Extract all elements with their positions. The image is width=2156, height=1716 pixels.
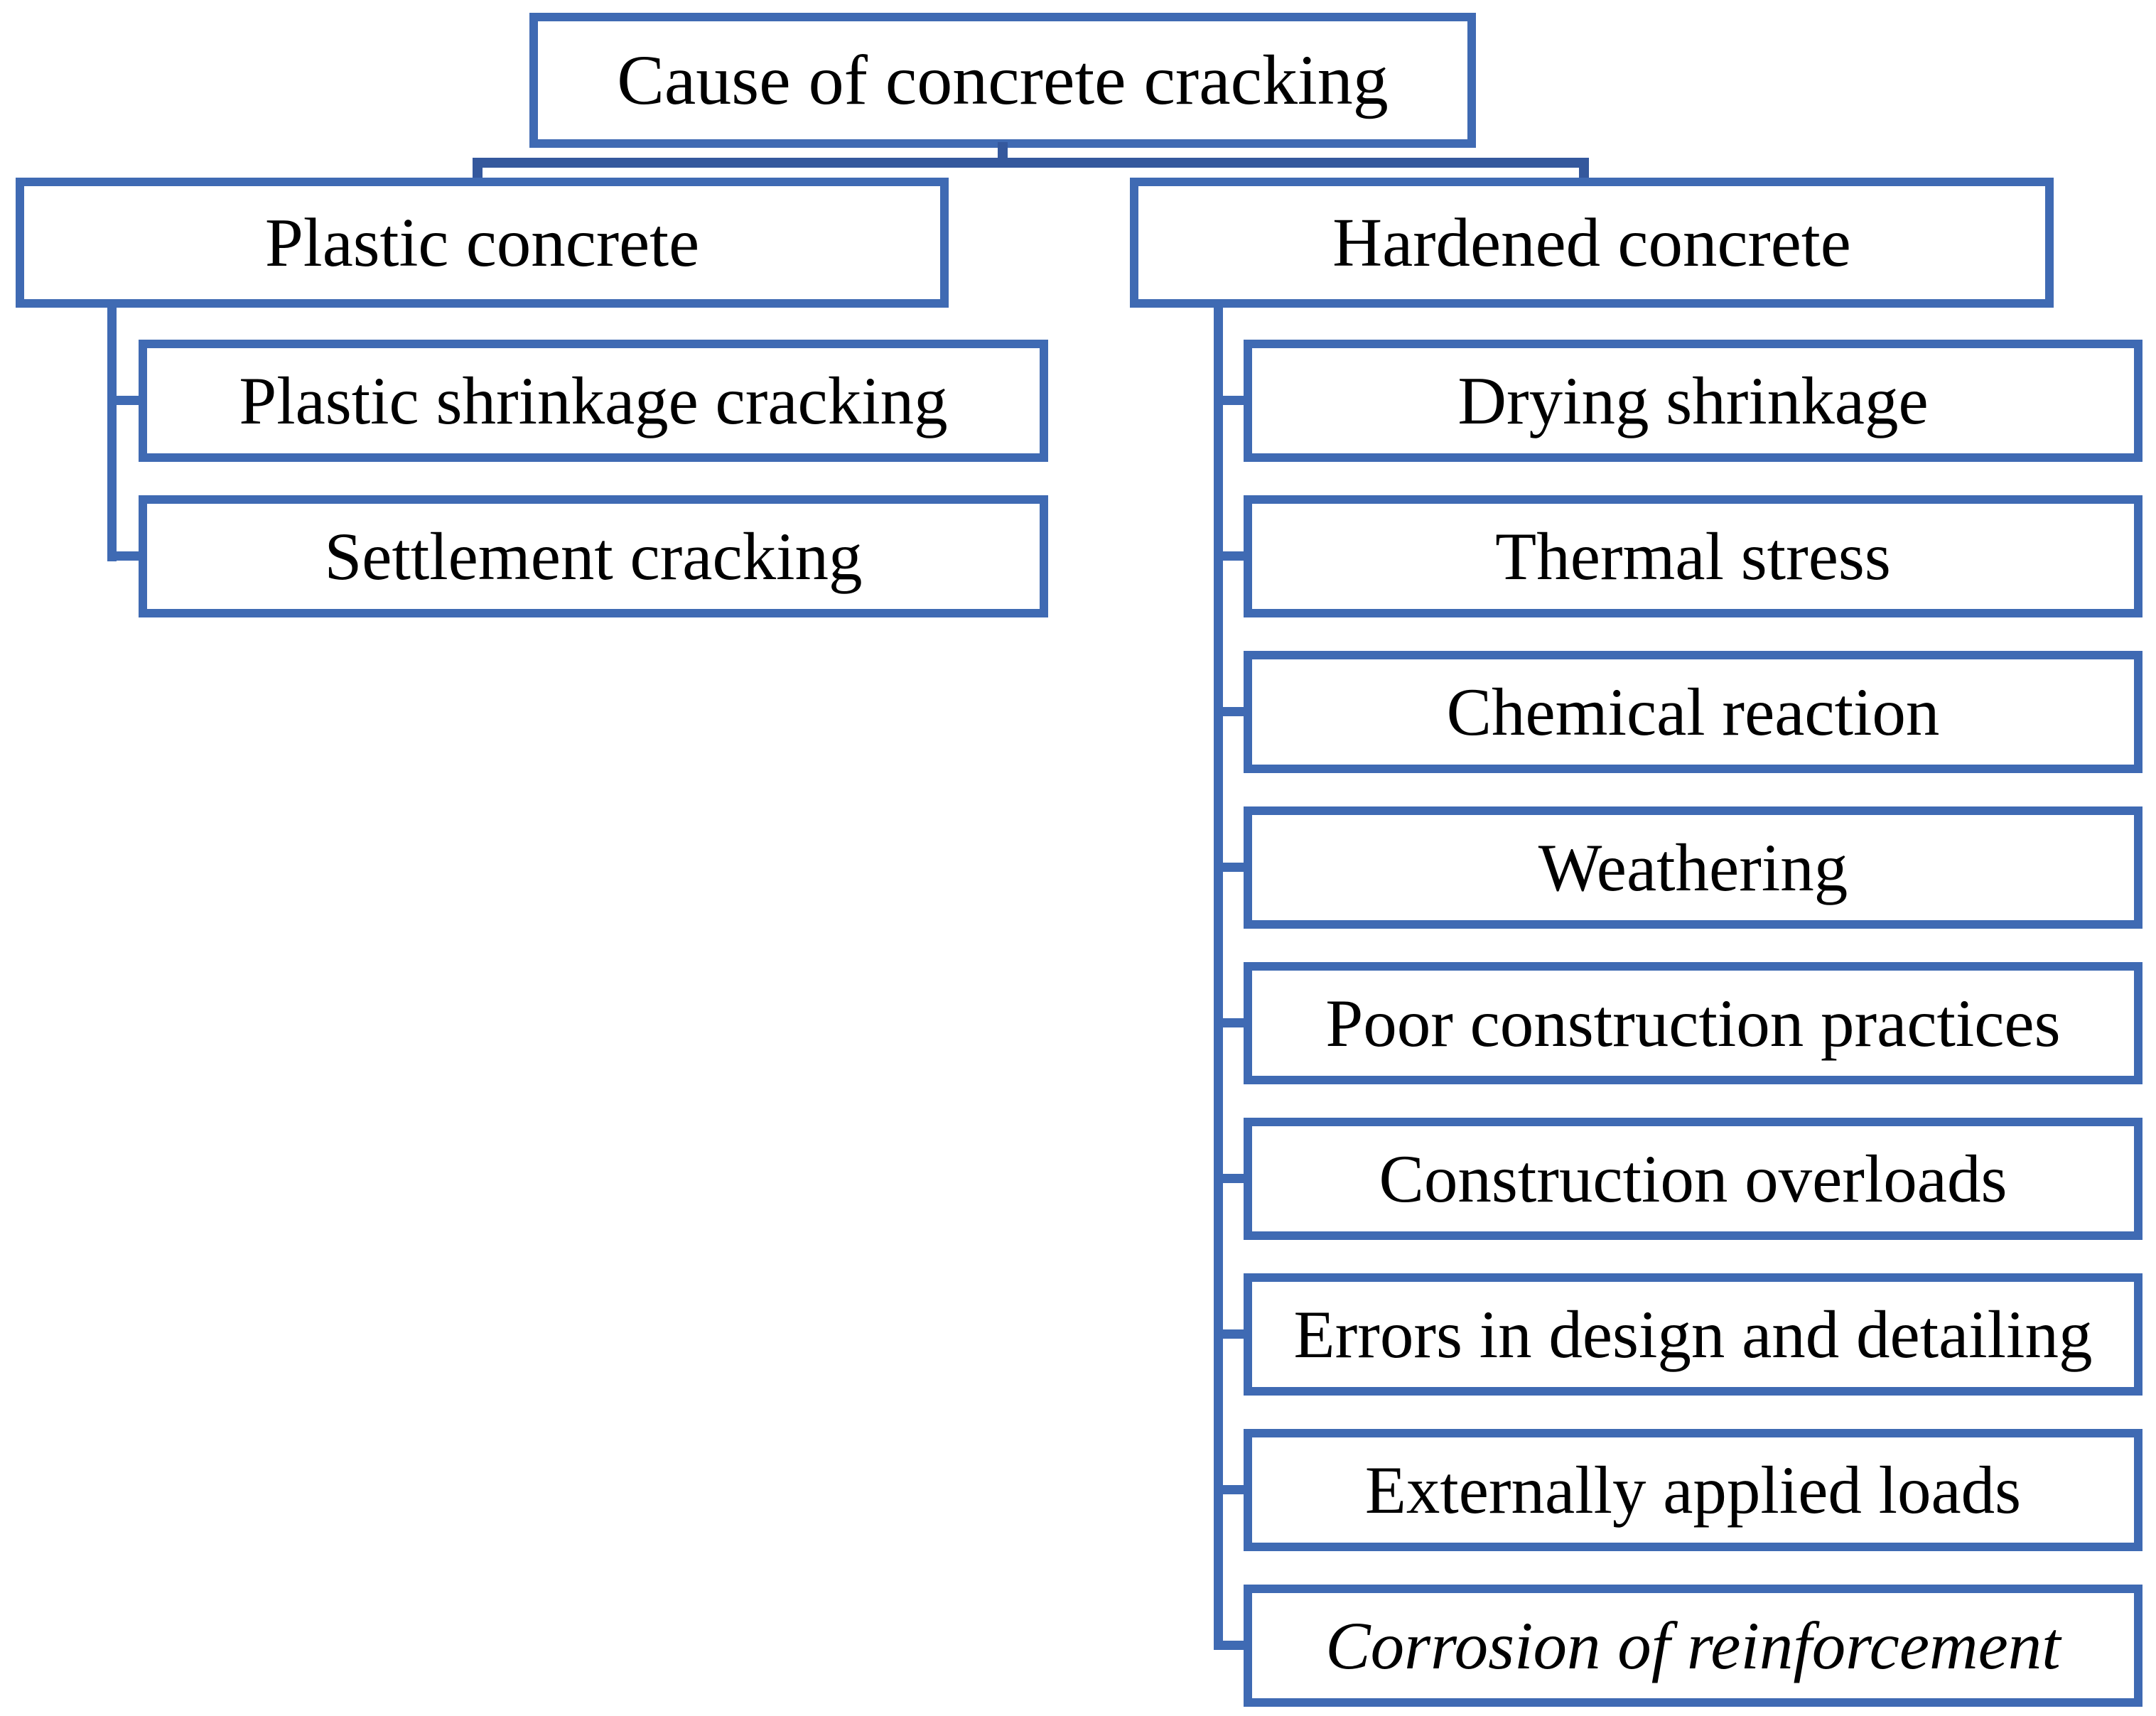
leaf-box-errors-in-design-and-detailing: Errors in design and detailing [1244, 1273, 2142, 1396]
leaf-label-construction-overloads: Construction overloads [1379, 1140, 2007, 1216]
leaf-box-poor-construction-practices: Poor construction practices [1244, 962, 2142, 1084]
connector-root-stub [998, 142, 1008, 161]
leaf-box-thermal-stress: Thermal stress [1244, 495, 2142, 617]
leaf-label-drying-shrinkage: Drying shrinkage [1457, 362, 1929, 438]
leaf-box-chemical-reaction: Chemical reaction [1244, 651, 2142, 773]
leaf-box-settlement-cracking: Settlement cracking [139, 495, 1048, 617]
leaf-label-thermal-stress: Thermal stress [1495, 518, 1891, 594]
root-box-label: Cause of concrete cracking [617, 41, 1389, 119]
leaf-label-errors-in-design-and-detailing: Errors in design and detailing [1293, 1296, 2093, 1372]
connector-root-horizontal [473, 158, 1589, 168]
leaf-box-corrosion-of-reinforcement: Corrosion of reinforcement [1244, 1585, 2142, 1707]
branch-box-hardened-concrete: Hardened concrete [1130, 178, 2054, 308]
leaf-box-weathering: Weathering [1244, 806, 2142, 929]
leaf-label-corrosion-of-reinforcement: Corrosion of reinforcement [1325, 1607, 2061, 1683]
leaf-box-plastic-shrinkage-cracking: Plastic shrinkage cracking [139, 340, 1048, 462]
leaf-label-externally-applied-loads: Externally applied loads [1364, 1452, 2022, 1528]
leaf-label-plastic-shrinkage-cracking: Plastic shrinkage cracking [239, 362, 948, 438]
leaf-label-chemical-reaction: Chemical reaction [1446, 674, 1940, 750]
connector-plastic-stub-2 [107, 551, 148, 561]
leaf-label-weathering: Weathering [1538, 829, 1848, 905]
connector-plastic-trunk [107, 302, 117, 561]
branch-plastic-label: Plastic concrete [264, 205, 700, 281]
connector-plastic-stub-1 [107, 396, 148, 405]
branch-hardened-label: Hardened concrete [1332, 205, 1851, 281]
connector-hardened-trunk [1214, 302, 1223, 1650]
leaf-label-poor-construction-practices: Poor construction practices [1325, 985, 2061, 1061]
leaf-label-settlement-cracking: Settlement cracking [324, 518, 863, 594]
leaf-box-construction-overloads: Construction overloads [1244, 1118, 2142, 1240]
root-box-cause-of-concrete-cracking: Cause of concrete cracking [529, 13, 1476, 148]
leaf-box-drying-shrinkage: Drying shrinkage [1244, 340, 2142, 462]
branch-box-plastic-concrete: Plastic concrete [16, 178, 949, 308]
leaf-box-externally-applied-loads: Externally applied loads [1244, 1429, 2142, 1551]
